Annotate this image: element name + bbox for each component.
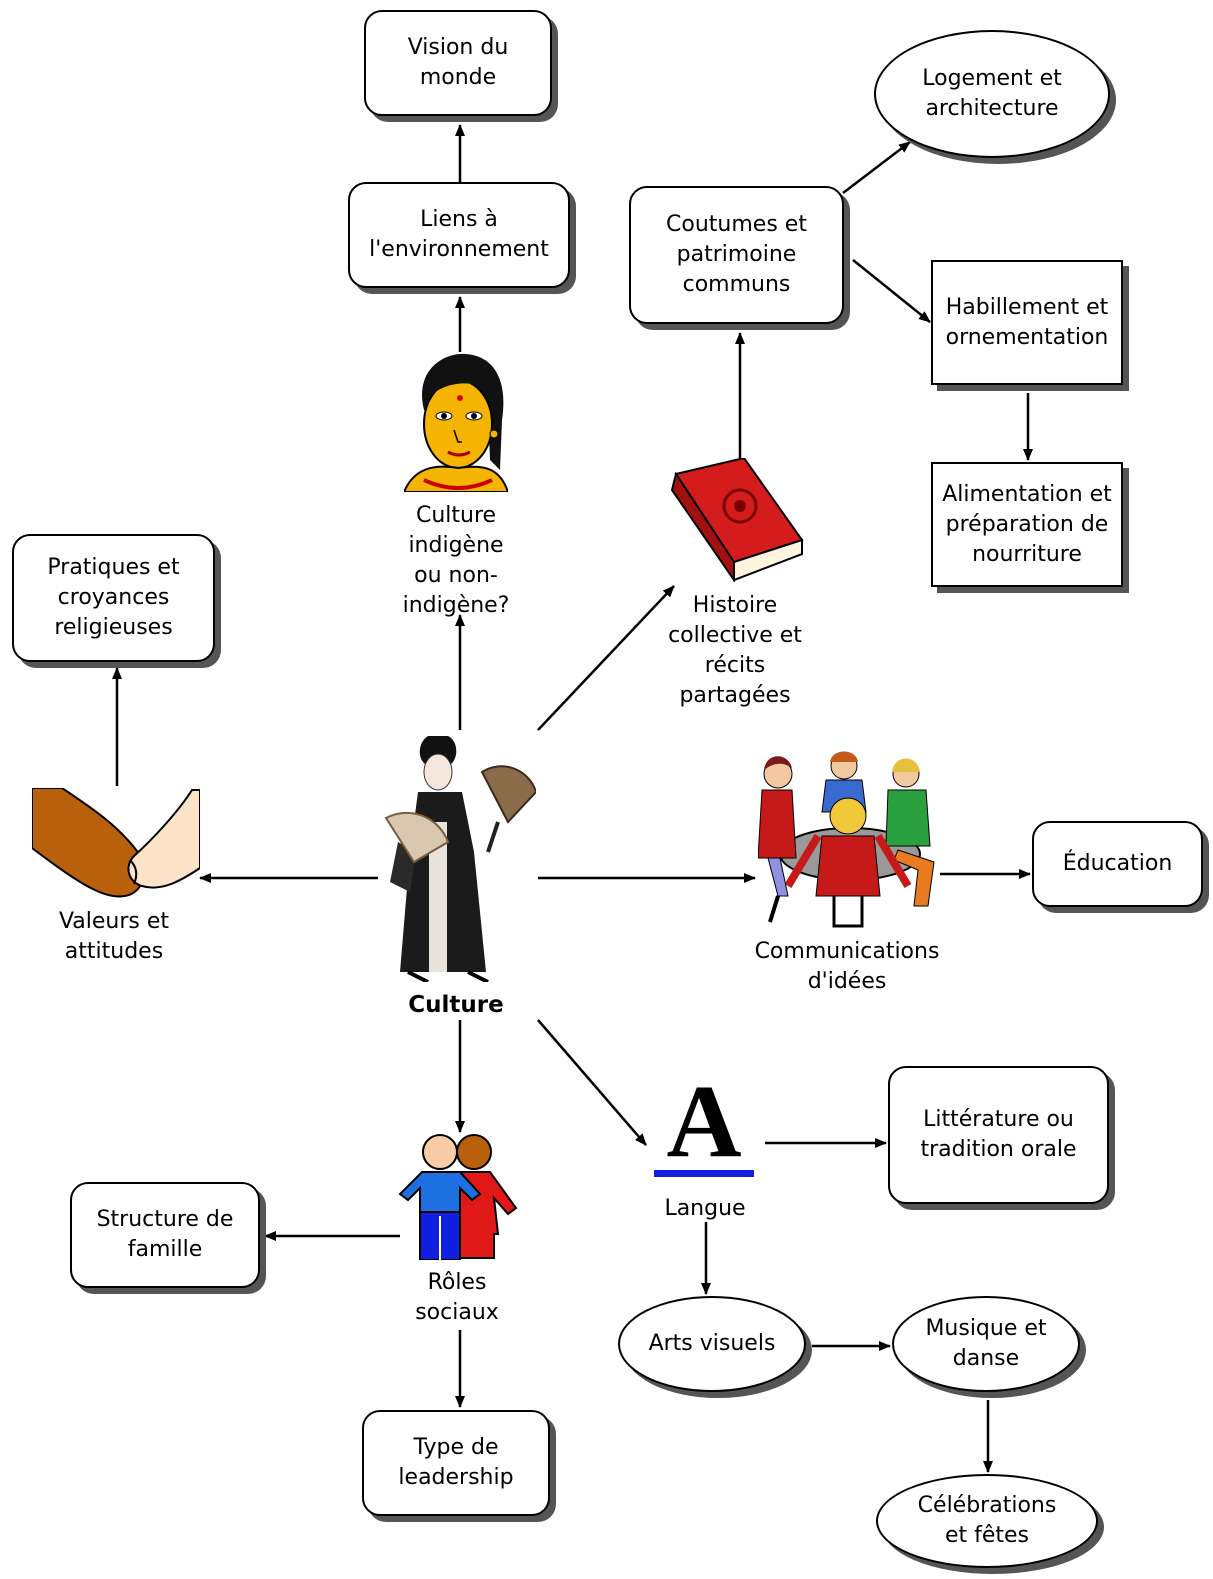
node-leadership[interactable]: Type de leadership [362, 1410, 550, 1516]
arrow-customs-to-clothing [852, 259, 931, 323]
node-celebrations[interactable]: Célébrations et fêtes [876, 1474, 1098, 1568]
node-family[interactable]: Structure de famille [70, 1182, 260, 1288]
node-music[interactable]: Musique et danse [892, 1296, 1080, 1392]
node-literature[interactable]: Littérature ou tradition orale [888, 1066, 1109, 1204]
caption-communications: Communications d'idées [754, 939, 940, 994]
caption-language: Langue [664, 1196, 746, 1221]
indigenous-woman-icon [404, 353, 508, 492]
node-religion[interactable]: Pratiques et croyances religieuses [12, 534, 215, 662]
node-customs[interactable]: Coutumes et patrimoine communs [629, 186, 844, 324]
node-education[interactable]: Éducation [1032, 821, 1203, 907]
node-vision[interactable]: Vision du monde [364, 10, 552, 116]
node-clothing[interactable]: Habillement et ornementation [931, 260, 1123, 385]
caption-history: Histoire collective et récits partagées [668, 593, 802, 708]
center-label: Culture [408, 992, 504, 1018]
node-environment[interactable]: Liens à l'environnement [348, 182, 570, 288]
history-book-icon [670, 458, 804, 582]
arrow-center-to-language [537, 1019, 647, 1146]
arrow-customs-to-housing [842, 141, 911, 194]
social-roles-people-icon [398, 1134, 518, 1260]
node-food[interactable]: Alimentation et préparation de nourritur… [931, 462, 1123, 587]
node-arts[interactable]: Arts visuels [618, 1296, 806, 1392]
caption-social-roles: Rôles sociaux [415, 1270, 499, 1325]
discussion-group-icon [758, 751, 935, 928]
node-housing[interactable]: Logement et architecture [874, 30, 1110, 158]
caption-indigenous: Culture indigène ou non- indigène? [402, 503, 510, 618]
arrow-center-to-history [537, 585, 675, 731]
caption-values: Valeurs et attitudes [58, 909, 170, 964]
holding-hands-icon [32, 788, 200, 898]
letter-a-icon: A [654, 1066, 754, 1179]
geisha-icon [384, 736, 536, 982]
language-glyph: A [666, 1066, 741, 1179]
